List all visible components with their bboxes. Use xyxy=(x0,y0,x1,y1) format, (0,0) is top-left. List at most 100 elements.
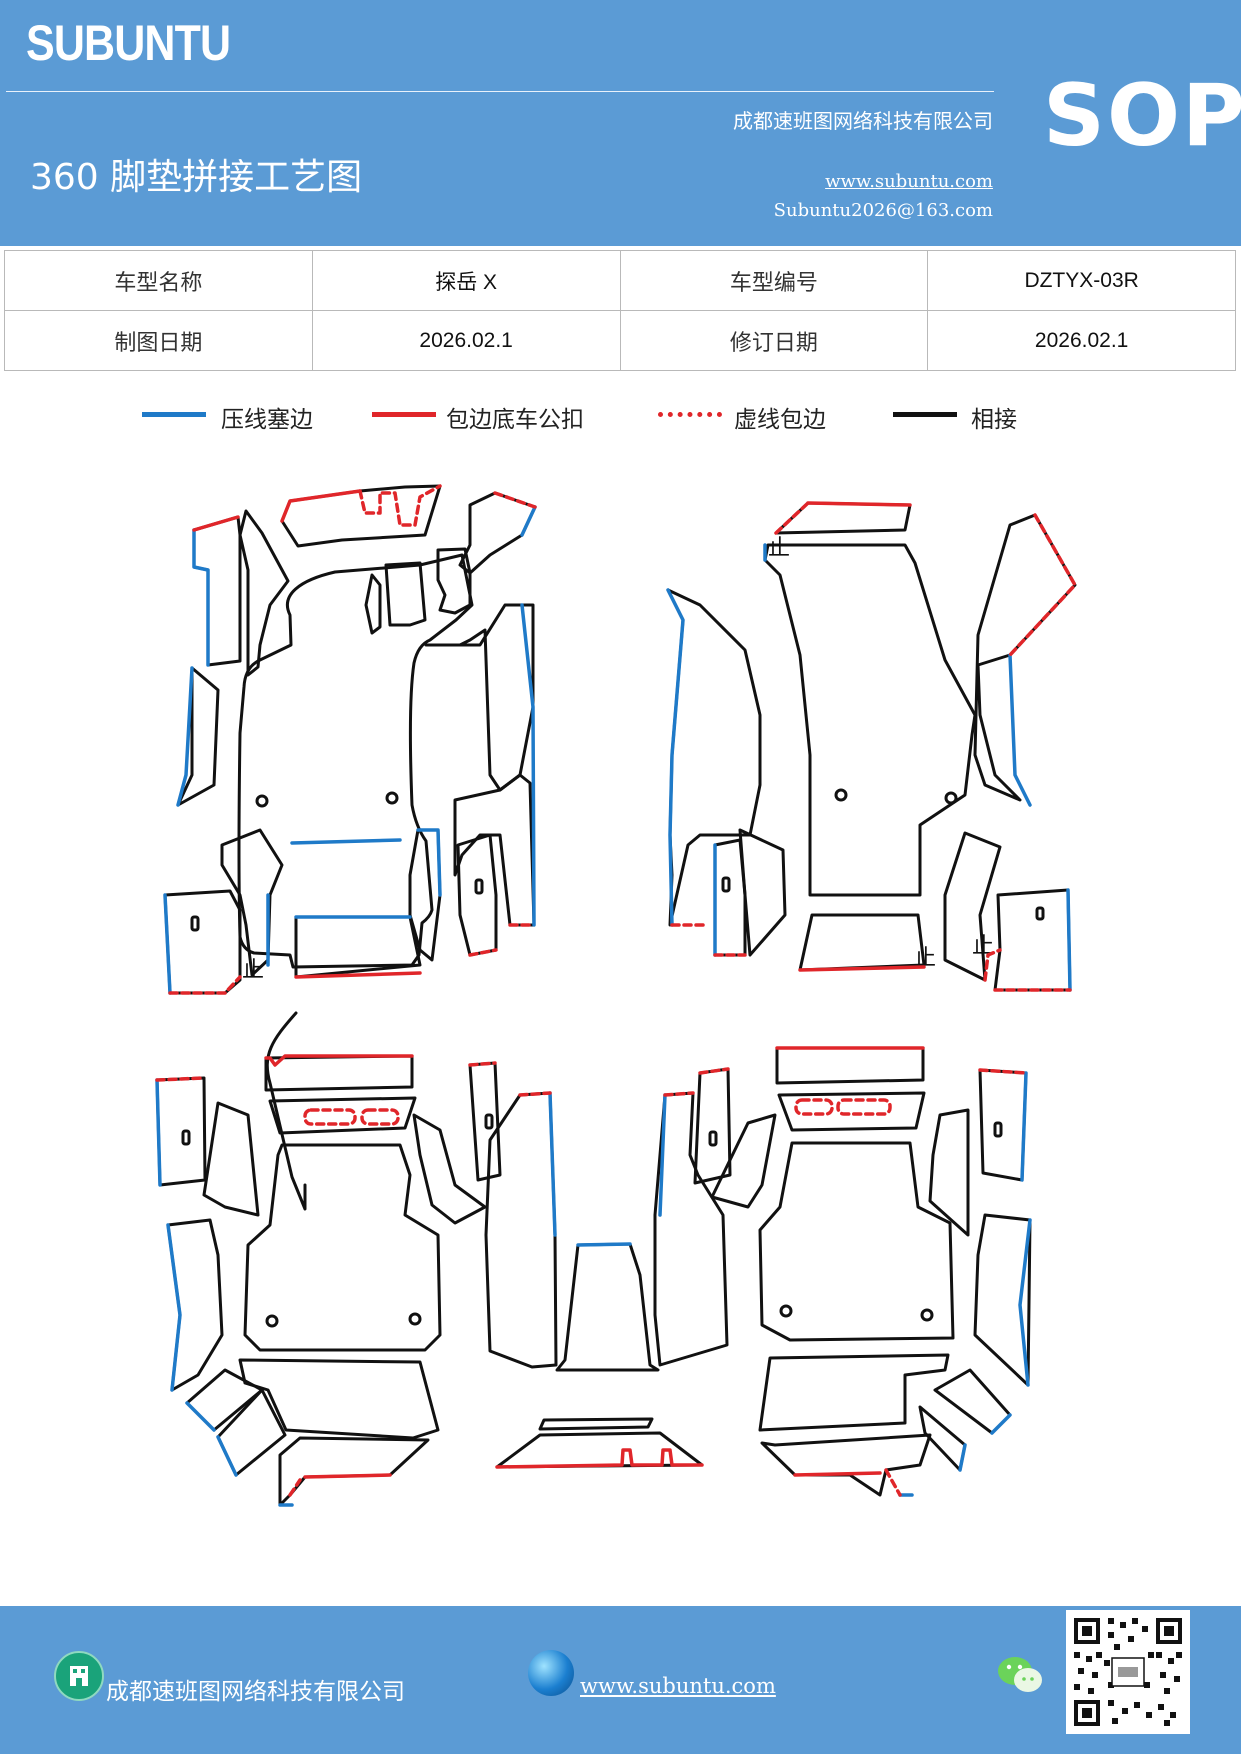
legend-swatch xyxy=(142,412,206,417)
mat-piece xyxy=(774,501,912,535)
edge-clip-line xyxy=(192,515,240,532)
mat-piece xyxy=(775,1046,925,1085)
revise-date-value: 2026.02.1 xyxy=(927,310,1236,371)
mat-piece xyxy=(278,1436,430,1507)
mat-hole xyxy=(255,794,269,808)
mat-piece xyxy=(777,1091,926,1132)
dashed-edge xyxy=(493,491,537,509)
mat-piece xyxy=(653,1091,729,1367)
stop-mark: 止 xyxy=(768,536,790,561)
dashed-slot xyxy=(303,1108,357,1126)
dashed-edge xyxy=(884,1468,902,1497)
press-line xyxy=(416,828,442,897)
mat-piece xyxy=(928,1108,970,1237)
mat-piece xyxy=(798,913,926,972)
table-row: 车型名称 探岳 X 车型编号 DZTYX-03R xyxy=(4,250,1236,311)
floor-mat-diagram: 止 xyxy=(155,484,1077,1507)
legend-label: 压线塞边 xyxy=(221,407,313,433)
email-address: Subuntu2026@163.com xyxy=(773,200,993,221)
mat-group-front-right: 止 止 止 xyxy=(666,501,1077,992)
press-line xyxy=(958,1443,967,1472)
dashed-edge xyxy=(358,484,442,527)
header-banner: SUBUNTU 360 脚垫拼接工艺图 成都速班图网络科技有限公司 www.su… xyxy=(0,0,1241,246)
mat-piece xyxy=(364,573,382,635)
press-line xyxy=(658,1093,667,1217)
legend-swatch xyxy=(658,412,722,417)
mat-slot xyxy=(484,1113,494,1130)
mat-slot xyxy=(721,876,731,893)
mat-piece xyxy=(220,828,284,977)
legend-swatch xyxy=(372,412,436,417)
draw-date-label: 制图日期 xyxy=(4,310,313,371)
header-divider xyxy=(6,91,994,92)
edge-clip-line xyxy=(264,1054,414,1067)
brand-logo: SUBUNTU xyxy=(26,15,231,71)
mat-piece xyxy=(237,553,474,969)
building-icon xyxy=(54,1651,104,1701)
model-code-label: 车型编号 xyxy=(619,250,929,311)
stop-mark: 止 xyxy=(914,946,936,971)
press-line xyxy=(576,1242,632,1247)
dashed-edge xyxy=(774,501,810,535)
wechat-icon[interactable] xyxy=(996,1654,1044,1696)
page-title: 360 脚垫拼接工艺图 xyxy=(30,157,363,198)
press-line xyxy=(1008,653,1032,807)
mat-piece xyxy=(738,828,787,957)
mat-piece xyxy=(163,889,242,995)
mat-piece xyxy=(538,1417,654,1431)
mat-hole xyxy=(920,1308,934,1322)
table-row: 制图日期 2026.02.1 修订日期 2026.02.1 xyxy=(4,310,1236,371)
mat-group-rear-left xyxy=(155,1054,704,1507)
mat-piece xyxy=(555,1242,660,1372)
mat-piece xyxy=(436,547,472,615)
mat-piece xyxy=(192,515,242,667)
mat-piece xyxy=(264,1054,414,1092)
mat-slot xyxy=(181,1129,191,1146)
draw-date-value: 2026.02.1 xyxy=(311,310,621,371)
dashed-edge xyxy=(155,1076,206,1082)
dashed-edge xyxy=(663,1091,695,1097)
mat-piece xyxy=(710,1113,777,1209)
press-line xyxy=(290,838,402,845)
mat-piece xyxy=(424,603,535,792)
mat-piece xyxy=(238,1358,440,1440)
press-line xyxy=(548,1091,557,1237)
press-line xyxy=(155,1078,162,1187)
footer-website-link[interactable]: www.subuntu.com xyxy=(580,1674,776,1698)
press-line xyxy=(163,893,172,995)
mat-piece xyxy=(918,1405,967,1472)
dashed-edge xyxy=(978,1068,1028,1075)
press-line xyxy=(666,588,685,927)
mat-group-rear-right xyxy=(653,1046,1032,1497)
mat-slot xyxy=(993,1121,1003,1138)
mat-piece xyxy=(758,1141,955,1342)
sop-badge: SOP xyxy=(1043,66,1241,166)
mat-piece xyxy=(933,1368,1012,1435)
legend-swatch xyxy=(893,412,957,417)
mat-piece xyxy=(713,838,747,957)
press-line xyxy=(1018,1218,1032,1387)
website-link[interactable]: www.subuntu.com xyxy=(825,171,993,192)
footer-company-name: 成都速班图网络科技有限公司 xyxy=(106,1679,405,1705)
mat-piece xyxy=(155,1076,207,1187)
legend: 压线塞边 包边底车公扣 虚线包边 相接 xyxy=(0,400,1241,440)
mat-piece xyxy=(993,888,1072,992)
press-line xyxy=(1066,888,1072,992)
press-line xyxy=(520,603,536,927)
mat-piece xyxy=(763,543,977,897)
mat-piece xyxy=(384,561,427,627)
legend-label: 相接 xyxy=(971,407,1017,433)
mat-piece xyxy=(973,1213,1032,1387)
legend-label: 虚线包边 xyxy=(734,407,826,433)
dashed-edge xyxy=(698,1067,730,1075)
dashed-edge xyxy=(468,1061,497,1067)
dashed-edge xyxy=(518,1091,552,1097)
mat-piece xyxy=(760,1433,932,1497)
model-name-label: 车型名称 xyxy=(4,250,313,311)
mat-slot xyxy=(190,915,200,932)
dashed-slot xyxy=(836,1098,892,1116)
press-line xyxy=(520,505,537,537)
press-line xyxy=(185,1401,216,1432)
mat-piece xyxy=(484,1091,558,1369)
qr-code-icon xyxy=(1066,1610,1190,1734)
